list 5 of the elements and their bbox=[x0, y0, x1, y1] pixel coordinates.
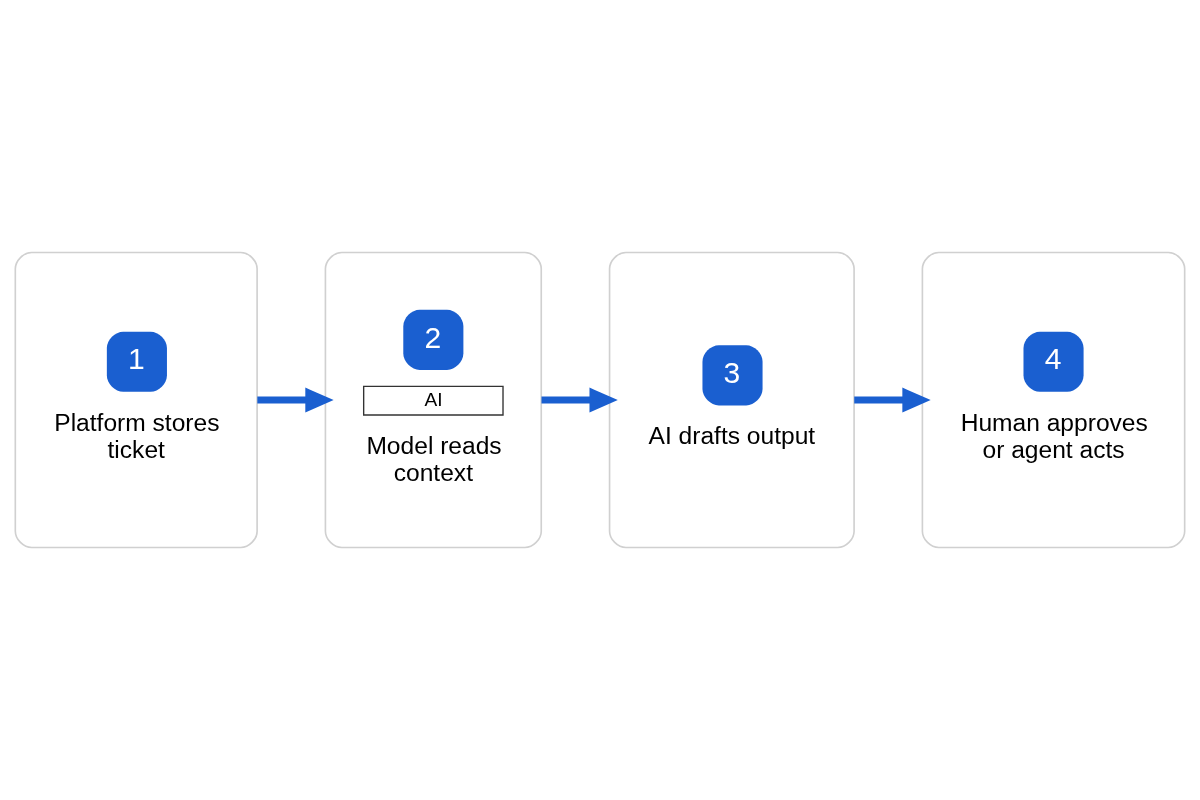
node-box: 1 Platform stores ticket bbox=[14, 251, 258, 549]
node-box: 3 AI drafts output bbox=[608, 251, 855, 549]
node-box: 2 AI Model reads context bbox=[324, 251, 543, 549]
node-box: 4 Human approves or agent acts bbox=[921, 251, 1186, 549]
arrow bbox=[541, 387, 618, 413]
